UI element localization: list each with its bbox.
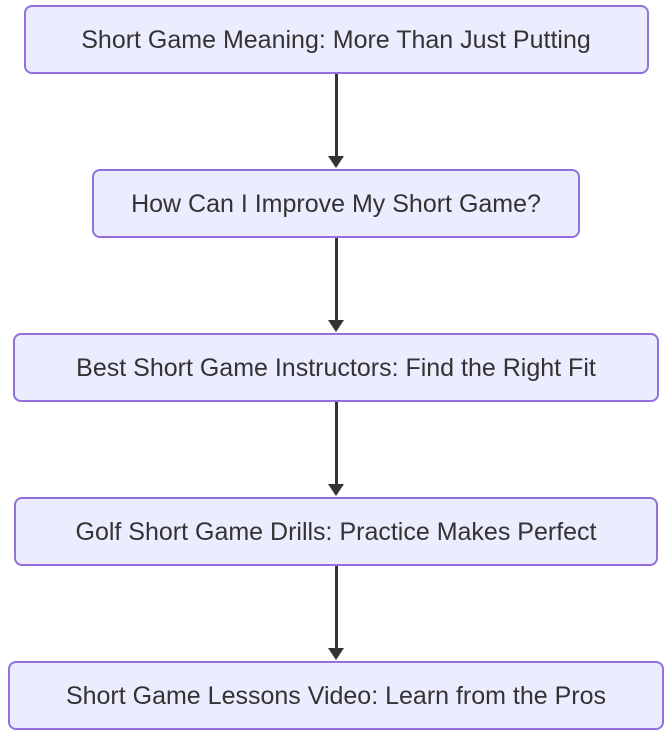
arrow-down-icon — [328, 484, 344, 496]
flow-edge-2 — [326, 238, 346, 333]
flow-node-improve-short-game: How Can I Improve My Short Game? — [92, 169, 580, 238]
flow-edge-4 — [326, 566, 346, 661]
arrow-line — [334, 566, 338, 649]
arrow-line — [334, 238, 338, 321]
flow-node-lessons-video: Short Game Lessons Video: Learn from the… — [8, 661, 664, 730]
flow-edge-3 — [326, 402, 346, 497]
flow-node-golf-drills-label: Golf Short Game Drills: Practice Makes P… — [75, 517, 597, 546]
arrow-down-icon — [328, 320, 344, 332]
flow-edge-1 — [326, 74, 346, 169]
arrow-down-icon — [328, 156, 344, 168]
flow-node-best-instructors-label: Best Short Game Instructors: Find the Ri… — [76, 353, 596, 382]
flow-node-golf-drills: Golf Short Game Drills: Practice Makes P… — [14, 497, 658, 566]
flow-node-short-game-meaning: Short Game Meaning: More Than Just Putti… — [23, 5, 649, 74]
flow-node-improve-short-game-label: How Can I Improve My Short Game? — [131, 189, 541, 218]
arrow-line — [334, 74, 338, 157]
arrow-down-icon — [328, 648, 344, 660]
arrow-line — [334, 402, 338, 485]
flow-node-lessons-video-label: Short Game Lessons Video: Learn from the… — [65, 681, 607, 710]
flow-node-best-instructors: Best Short Game Instructors: Find the Ri… — [13, 333, 659, 402]
flow-node-short-game-meaning-label: Short Game Meaning: More Than Just Putti… — [81, 25, 591, 54]
